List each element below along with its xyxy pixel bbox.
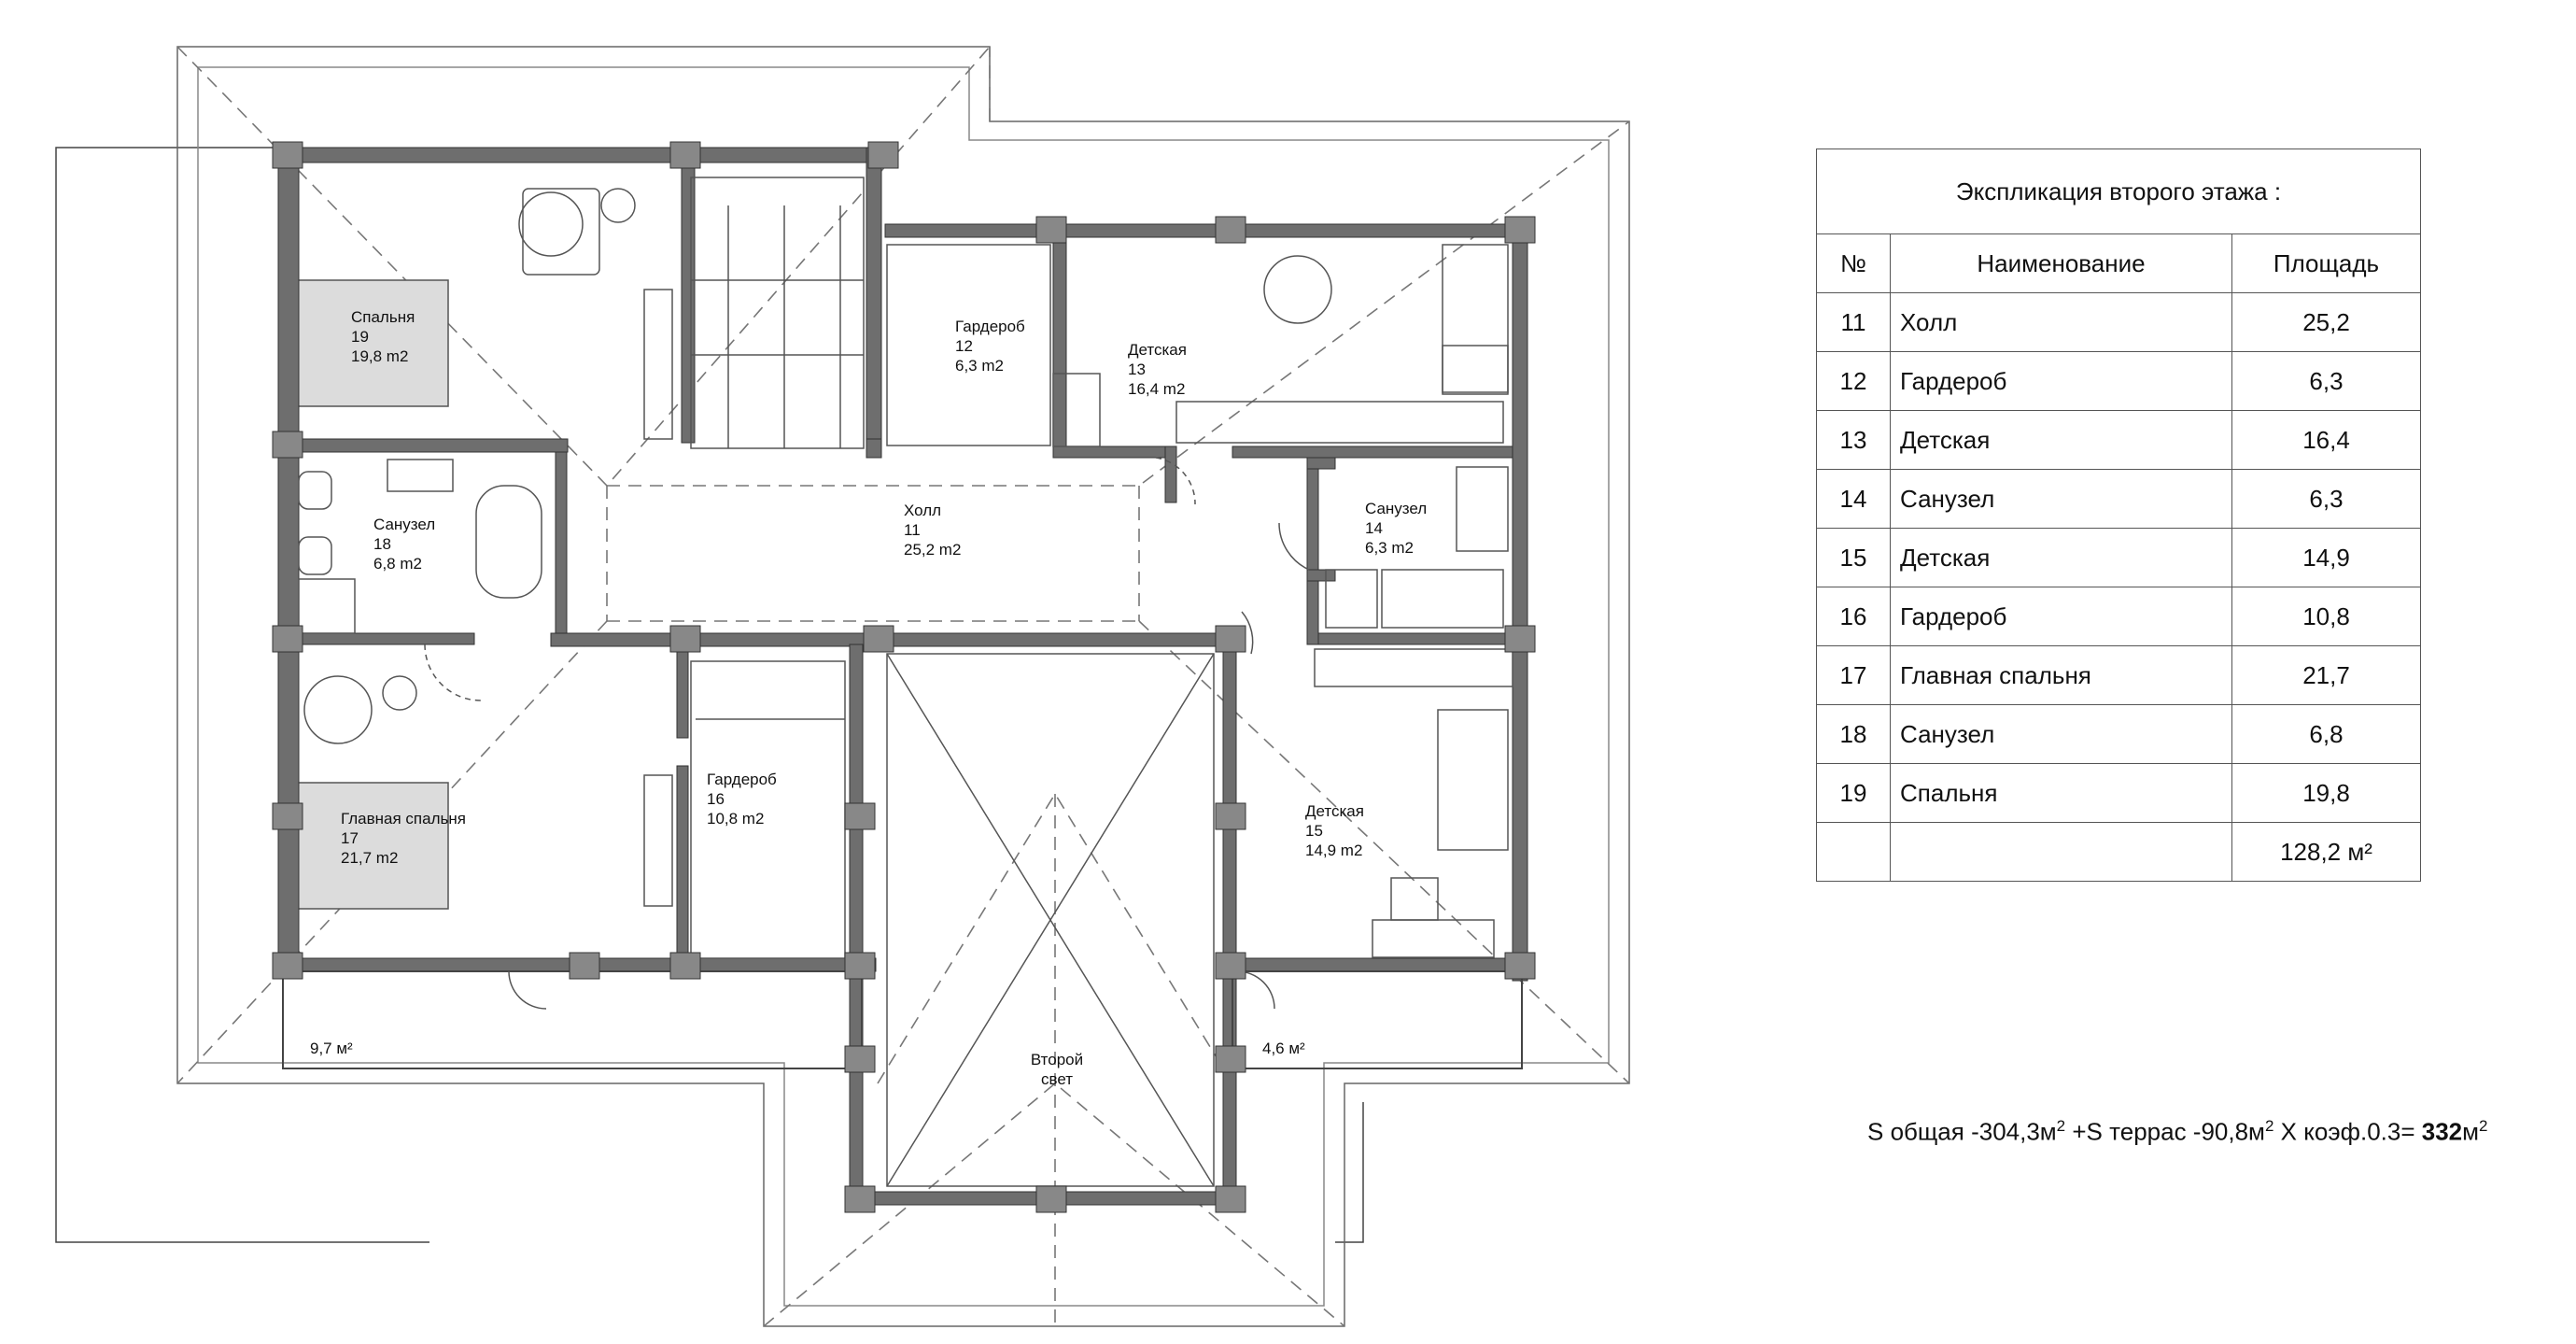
row-name: Главная спальня [1890,645,2232,705]
row-num: 19 [1816,763,1891,823]
row-name: Холл [1890,292,2232,352]
row-area: 6,3 [2231,469,2421,529]
formula-sup3: 2 [2479,1117,2488,1135]
roof-ridges [176,46,1630,1327]
row-num: 15 [1816,528,1891,587]
area-formula: S общая -304,3м2 +S террас -90,8м2 X коэ… [1867,1117,2488,1147]
formula-sup1: 2 [2056,1117,2066,1135]
total-num-cell [1816,822,1891,882]
row-num: 13 [1816,410,1891,470]
posts [272,141,1536,1213]
header-name: Наименование [1890,233,2232,293]
row-num: 11 [1816,292,1891,352]
formula-unit: м [2462,1117,2480,1146]
header-num: № [1816,233,1891,293]
terrace-label-right: 4,6 м² [1262,1040,1305,1057]
total-name-cell [1890,822,2232,882]
interior-lines [298,177,1513,1187]
row-name: Гардероб [1890,351,2232,411]
walls [277,147,1532,1206]
explication-header-row: № Наименование Площадь [1816,233,2421,293]
row-area: 6,3 [2231,351,2421,411]
row-name: Спальня [1890,763,2232,823]
furniture-fills [293,279,449,910]
formula-result: 332 [2421,1117,2463,1146]
row-area: 10,8 [2231,587,2421,646]
row-name: Детская [1890,410,2232,470]
row-num: 14 [1816,469,1891,529]
row-name: Детская [1890,528,2232,587]
row-name: Санузел [1890,704,2232,764]
row-area: 25,2 [2231,292,2421,352]
total-area: 128,2 м² [2231,822,2421,882]
terrace-label-left: 9,7 м² [310,1040,353,1057]
row-num: 17 [1816,645,1891,705]
explication-title-row: Экспликация второго этажа : [1816,149,2421,234]
row-area: 6,8 [2231,704,2421,764]
row-name: Гардероб [1890,587,2232,646]
explication-title: Экспликация второго этажа : [1816,149,2421,234]
row-num: 18 [1816,704,1891,764]
row-area: 14,9 [2231,528,2421,587]
row-name: Санузел [1890,469,2232,529]
explication-total-row: 128,2 м² [1816,822,2421,882]
row-area: 21,7 [2231,645,2421,705]
formula-part2: +S террас -90,8м [2065,1117,2265,1146]
outer-boundary [55,147,1364,1243]
row-area: 16,4 [2231,410,2421,470]
formula-part1: S общая -304,3м [1867,1117,2057,1146]
bed-spalnya [293,279,449,407]
row-area: 19,8 [2231,763,2421,823]
terraces [282,970,1523,1069]
formula-sup2: 2 [2264,1117,2274,1135]
formula-part3: X коэф.0.3= [2273,1117,2422,1146]
row-num: 12 [1816,351,1891,411]
header-area: Площадь [2231,233,2421,293]
row-num: 16 [1816,587,1891,646]
bed-main [293,782,449,910]
explication-table: Экспликация второго этажа : № Наименован… [1816,149,2421,882]
